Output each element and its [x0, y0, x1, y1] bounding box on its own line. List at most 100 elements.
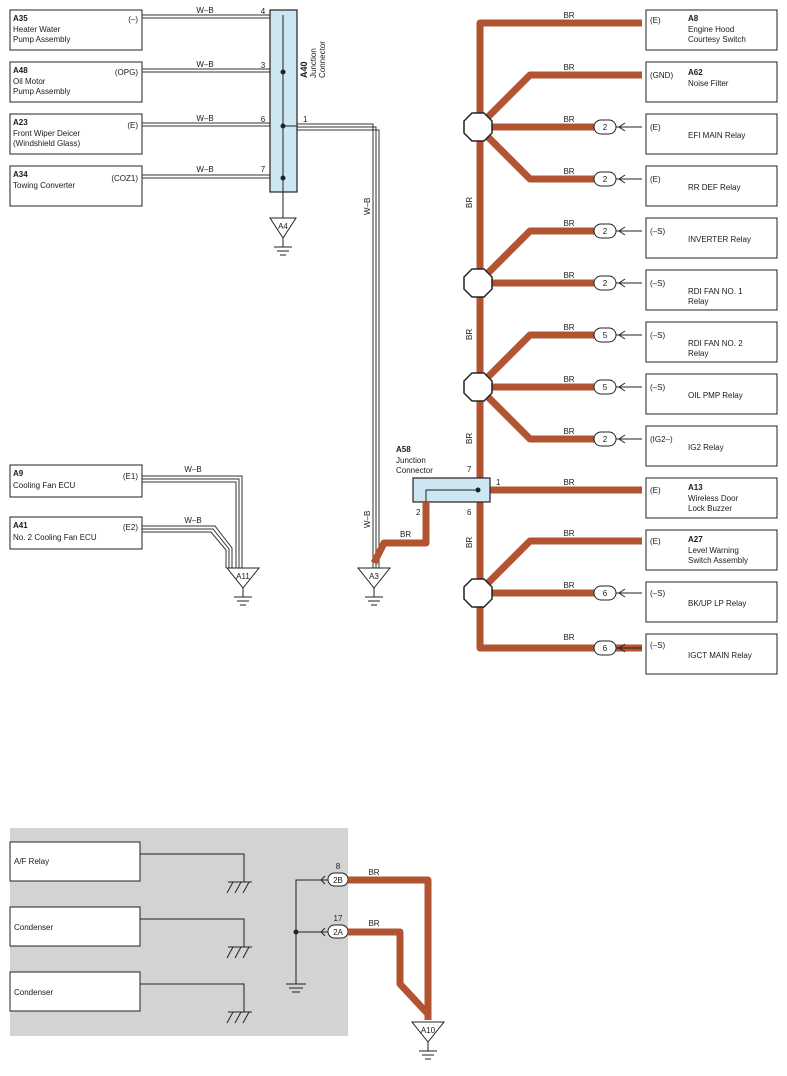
svg-text:A48: A48: [13, 66, 28, 75]
svg-text:OIL PMP Relay: OIL PMP Relay: [688, 391, 743, 400]
svg-text:Switch Assembly: Switch Assembly: [688, 556, 748, 565]
svg-text:Junction: Junction: [309, 48, 318, 78]
svg-text:Heater Water: Heater Water: [13, 25, 61, 34]
svg-text:2: 2: [603, 123, 608, 132]
svg-text:Courtesy Switch: Courtesy Switch: [688, 35, 746, 44]
svg-text:A3: A3: [369, 572, 379, 581]
svg-text:(E1): (E1): [123, 472, 138, 481]
svg-text:W–B: W–B: [196, 6, 213, 15]
svg-text:5: 5: [603, 331, 608, 340]
right-component-a8: BR (E) A8 Engine Hood Courtesy Switch: [563, 9, 778, 51]
svg-text:BR: BR: [563, 529, 574, 538]
svg-text:BR: BR: [563, 581, 574, 590]
right-component-bkup-lp-relay: BR 6 (–S) BK/UP LP Relay: [563, 581, 778, 623]
right-component-a13: BR (E) A13 Wireless Door Lock Buzzer: [563, 477, 778, 519]
bottom-connectors: 2B 8 2A 17 BR BR: [286, 862, 432, 1020]
svg-text:A8: A8: [688, 14, 699, 23]
svg-text:BR: BR: [563, 167, 574, 176]
svg-text:A41: A41: [13, 521, 28, 530]
svg-text:(E): (E): [650, 175, 661, 184]
svg-text:IGCT MAIN Relay: IGCT MAIN Relay: [688, 651, 752, 660]
svg-text:BR: BR: [563, 375, 574, 384]
svg-text:BR: BR: [563, 11, 574, 20]
right-component-a27: BR (E) A27 Level Warning Switch Assembly: [563, 529, 778, 571]
svg-text:BR: BR: [563, 63, 574, 72]
svg-text:2B: 2B: [333, 876, 343, 885]
svg-text:Engine Hood: Engine Hood: [688, 25, 734, 34]
svg-text:BR: BR: [563, 633, 574, 642]
a40-output-wire: W–B W–B: [297, 123, 380, 568]
svg-text:Front Wiper Deicer: Front Wiper Deicer: [13, 129, 80, 138]
svg-text:(–): (–): [128, 15, 138, 24]
svg-text:A62: A62: [688, 68, 703, 77]
svg-text:BK/UP LP Relay: BK/UP LP Relay: [688, 599, 746, 608]
svg-text:3: 3: [261, 61, 266, 70]
svg-text:Oil Motor: Oil Motor: [13, 77, 46, 86]
svg-text:2: 2: [603, 435, 608, 444]
svg-text:Connector: Connector: [318, 41, 327, 78]
svg-text:Condenser: Condenser: [14, 988, 53, 997]
svg-text:7: 7: [261, 165, 266, 174]
right-component-rr-def-relay: BR 2 (E) RR DEF Relay: [563, 165, 778, 207]
svg-text:1: 1: [303, 115, 308, 124]
a58-junction-connector: A58 Junction Connector 7 1 2 6 BR: [370, 445, 501, 565]
svg-text:(–S): (–S): [650, 641, 665, 650]
svg-text:(E): (E): [650, 123, 661, 132]
right-component-ig2-relay: BR 2 (IG2–) IG2 Relay: [563, 425, 778, 467]
ground-a3: A3: [356, 567, 392, 606]
svg-text:EFI MAIN Relay: EFI MAIN Relay: [688, 131, 745, 140]
svg-text:2: 2: [603, 227, 608, 236]
svg-text:A11: A11: [236, 572, 250, 581]
bottom-component-condenser-2: Condenser: [9, 971, 252, 1024]
svg-text:4: 4: [261, 7, 266, 16]
svg-text:A27: A27: [688, 535, 703, 544]
svg-text:(E): (E): [127, 121, 138, 130]
svg-text:BR: BR: [563, 478, 574, 487]
svg-text:INVERTER Relay: INVERTER Relay: [688, 235, 751, 244]
svg-text:BR: BR: [465, 329, 474, 340]
fan-component-a41: A41 No. 2 Cooling Fan ECU (E2): [9, 516, 143, 550]
right-component-efi-main-relay: BR 2 (E) EFI MAIN Relay: [563, 113, 778, 155]
left-component-a34: A34 Towing Converter (COZ1): [9, 165, 143, 207]
right-component-a62: BR (GND) A62 Noise Filter: [563, 61, 778, 103]
svg-text:(GND): (GND): [650, 71, 673, 80]
svg-text:A58: A58: [396, 445, 411, 454]
svg-text:Lock Buzzer: Lock Buzzer: [688, 504, 732, 513]
svg-text:No. 2 Cooling Fan ECU: No. 2 Cooling Fan ECU: [13, 533, 97, 542]
svg-text:RDI FAN NO. 2: RDI FAN NO. 2: [688, 339, 743, 348]
svg-text:(OPG): (OPG): [115, 68, 138, 77]
svg-text:17: 17: [334, 914, 343, 923]
svg-text:7: 7: [467, 465, 472, 474]
svg-text:W–B: W–B: [184, 465, 201, 474]
svg-text:BR: BR: [563, 115, 574, 124]
svg-text:Wireless Door: Wireless Door: [688, 494, 739, 503]
svg-text:A10: A10: [421, 1026, 436, 1035]
svg-text:Relay: Relay: [688, 349, 708, 358]
svg-text:A23: A23: [13, 118, 28, 127]
svg-text:Relay: Relay: [688, 297, 708, 306]
svg-text:2A: 2A: [333, 928, 343, 937]
svg-text:BR: BR: [400, 530, 411, 539]
svg-text:BR: BR: [563, 323, 574, 332]
svg-text:(E2): (E2): [123, 523, 138, 532]
svg-text:A/F Relay: A/F Relay: [14, 857, 49, 866]
fan-wires: W–B W–B: [142, 465, 243, 568]
svg-text:Towing Converter: Towing Converter: [13, 181, 76, 190]
ground-a11: A11: [225, 567, 261, 606]
left-component-a23: A23 Front Wiper Deicer (Windshield Glass…: [9, 113, 143, 155]
left-component-a48: A48 Oil Motor Pump Assembly (OPG): [9, 61, 143, 103]
svg-text:(Windshield Glass): (Windshield Glass): [13, 139, 80, 148]
fan-component-a9: A9 Cooling Fan ECU (E1): [9, 464, 143, 498]
svg-text:BR: BR: [563, 427, 574, 436]
svg-text:(E): (E): [650, 537, 661, 546]
svg-text:(–S): (–S): [650, 279, 665, 288]
svg-text:A40: A40: [299, 61, 309, 78]
right-component-inverter-relay: BR 2 (–S) INVERTER Relay: [563, 217, 778, 259]
svg-text:A35: A35: [13, 14, 28, 23]
svg-text:1: 1: [496, 478, 501, 487]
splice-hubs: [463, 112, 493, 608]
svg-text:W–B: W–B: [184, 516, 201, 525]
svg-text:A34: A34: [13, 170, 28, 179]
svg-text:BR: BR: [368, 919, 379, 928]
svg-text:6: 6: [261, 115, 266, 124]
